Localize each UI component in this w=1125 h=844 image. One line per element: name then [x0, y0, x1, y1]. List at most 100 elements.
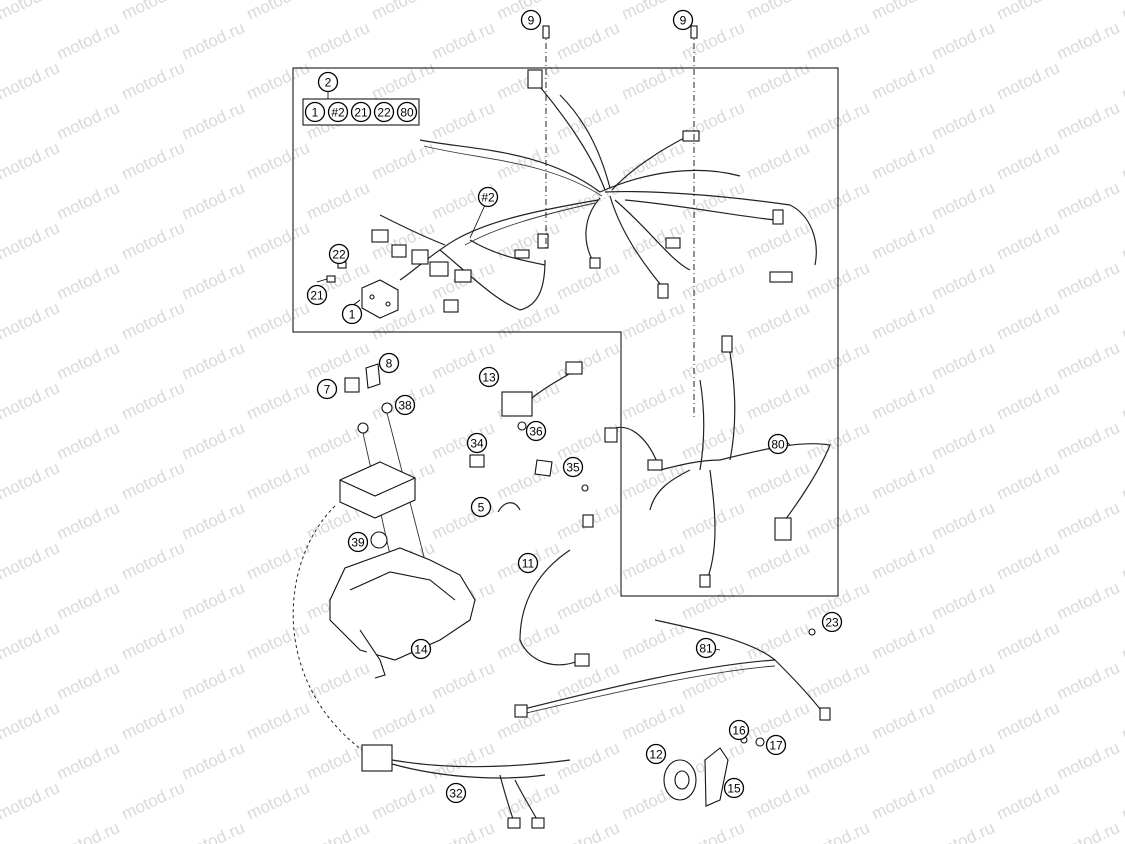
callout-hash2: #2 [477, 186, 499, 208]
watermark-text: motod.ru [619, 538, 688, 584]
watermark-text: motod.ru [119, 538, 188, 584]
watermark-text: motod.ru [1054, 578, 1123, 624]
kit-callout-1: #2 [327, 101, 349, 123]
watermark-text: motod.ru [619, 298, 688, 344]
watermark-text: motod.ru [244, 698, 313, 744]
callout-34: 34 [466, 432, 488, 454]
callout-32-circle [445, 782, 467, 804]
watermark-text: motod.ru [994, 218, 1063, 264]
callout-7-label: 7 [324, 383, 331, 397]
watermark-text: motod.ru [369, 58, 438, 104]
watermark-text: motod.ru [0, 698, 62, 744]
watermark-text: motod.ru [119, 698, 188, 744]
watermark-text: motod.ru [1054, 818, 1123, 844]
watermark-text: motod.ru [554, 98, 623, 144]
watermark-text: motod.ru [179, 578, 248, 624]
watermark-text: motod.ru [1119, 298, 1125, 344]
watermark-text: motod.ru [1119, 0, 1125, 24]
watermark-text: motod.ru [1054, 498, 1123, 544]
callout-2-circle [317, 71, 339, 93]
callout-32: 32 [445, 782, 467, 804]
watermark-text: motod.ru [1054, 738, 1123, 784]
watermark-text: motod.ru [679, 418, 748, 464]
watermark-text: motod.ru [119, 58, 188, 104]
watermark-text: motod.ru [54, 738, 123, 784]
watermark-text: motod.ru [929, 258, 998, 304]
callout-7-circle [316, 378, 338, 400]
callout-12-circle [645, 743, 667, 765]
watermark-text: motod.ru [0, 0, 62, 24]
callout-22-circle [328, 243, 350, 265]
callout-23-label: 23 [825, 616, 839, 630]
callout-22: 22 [328, 243, 350, 265]
watermark-text: motod.ru [179, 418, 248, 464]
kit-callout-3-label: 22 [377, 106, 391, 120]
watermark-text: motod.ru [244, 218, 313, 264]
watermark-text: motod.ru [1119, 458, 1125, 504]
watermark-text: motod.ru [369, 0, 438, 24]
callout-23: 23 [821, 611, 843, 633]
callout-15: 15 [723, 777, 745, 799]
callout-17: 17 [765, 734, 787, 756]
watermark-text: motod.ru [119, 378, 188, 424]
callout-9a: 9 [520, 9, 542, 31]
callout-hash2-circle [477, 186, 499, 208]
callout-32-label: 32 [449, 787, 463, 801]
callout-36-circle [525, 420, 547, 442]
part-35-screw [581, 484, 589, 492]
watermark-text: motod.ru [744, 138, 813, 184]
watermark-text: motod.ru [304, 818, 373, 844]
callout-81: 81 [695, 637, 717, 659]
ecu-and-bracket-14 [329, 461, 476, 679]
watermark-text: motod.ru [744, 298, 813, 344]
watermark-text: motod.ru [119, 458, 188, 504]
harness-80-wires [604, 335, 831, 588]
watermark-text: motod.ru [494, 458, 563, 504]
watermark-text: motod.ru [429, 18, 498, 64]
watermark-text: motod.ru [1119, 778, 1125, 824]
watermark-text: motod.ru [0, 298, 62, 344]
watermark-text: motod.ru [554, 258, 623, 304]
watermark-text: motod.ru [744, 58, 813, 104]
callout-17-circle [765, 734, 787, 756]
watermark-text: motod.ru [994, 538, 1063, 584]
watermark-text: motod.ru [179, 18, 248, 64]
watermark-text: motod.ru [554, 578, 623, 624]
part-connector [582, 514, 594, 528]
watermark-text: motod.ru [244, 138, 313, 184]
callout-hash2-label: #2 [481, 191, 495, 205]
watermark-text: motod.ru [994, 58, 1063, 104]
watermark-text: motod.ru [244, 778, 313, 824]
watermark-text: motod.ru [179, 738, 248, 784]
part-5-clip [497, 502, 521, 513]
watermark-text: motod.ru [179, 98, 248, 144]
callout-38: 38 [394, 394, 416, 416]
watermark-text: motod.ru [494, 778, 563, 824]
watermark-text: motod.ru [929, 98, 998, 144]
upper-connectors [371, 69, 793, 313]
callout-14: 14 [410, 638, 432, 660]
watermark-text: motod.ru [869, 58, 938, 104]
part-34 [469, 454, 485, 468]
watermark-text: motod.ru [1054, 418, 1123, 464]
callout-5-label: 5 [478, 501, 485, 515]
watermark-text: motod.ru [869, 618, 938, 664]
watermark-text: motod.ru [619, 138, 688, 184]
callout-39: 39 [347, 531, 369, 553]
watermark-text: motod.ru [1119, 698, 1125, 744]
watermark-text: motod.ru [619, 58, 688, 104]
watermark-text: motod.ru [994, 458, 1063, 504]
callout-35-label: 35 [566, 461, 580, 475]
watermark-text: motod.ru [994, 618, 1063, 664]
watermark-text: motod.ru [119, 138, 188, 184]
kit-callout-2-label: 21 [354, 106, 368, 120]
kit-callout-4-label: 80 [400, 106, 414, 120]
bolt-9b [690, 25, 698, 39]
watermark-text: motod.ru [244, 298, 313, 344]
callout-13: 13 [478, 366, 500, 388]
callout-38-label: 38 [398, 399, 412, 413]
watermark-text: motod.ru [869, 218, 938, 264]
kit-callout-1-label: #2 [331, 106, 345, 120]
watermark-text: motod.ru [619, 698, 688, 744]
